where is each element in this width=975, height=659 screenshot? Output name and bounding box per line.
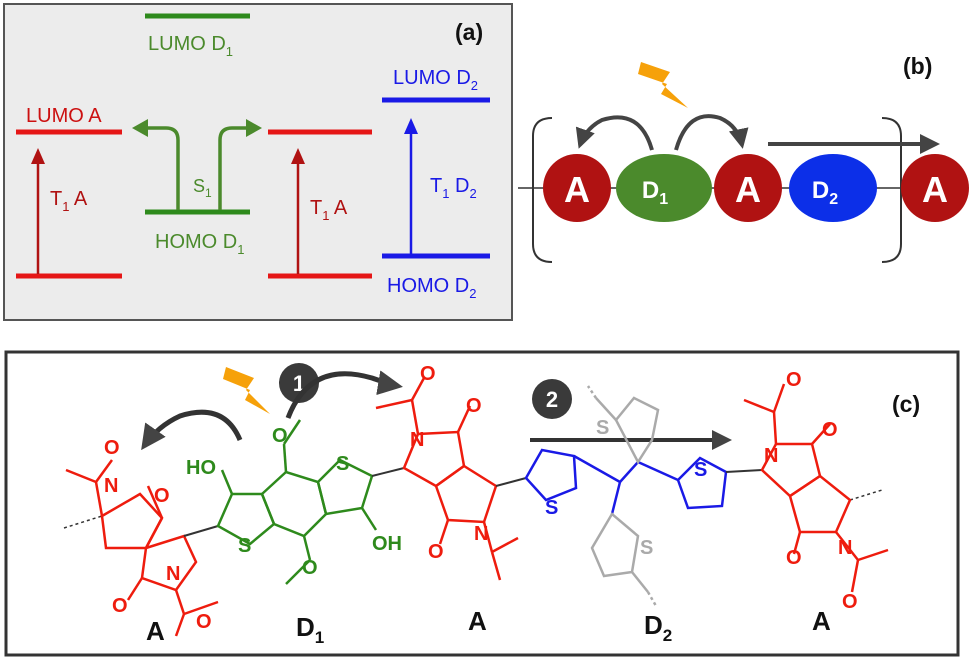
label-t1a-right: T1 A: [310, 197, 348, 223]
panel-b-tag: (b): [903, 53, 932, 79]
bracket-left: [532, 117, 553, 263]
unit-label-d2: D2: [644, 610, 672, 645]
panel-a-frame: [3, 3, 513, 321]
bond-a2-d2: [495, 477, 527, 487]
panel-c-tag: (c): [892, 391, 920, 417]
bond-d2-a3: [725, 469, 763, 473]
atom-labels: O N O N O O HO O S S OH O O N O N O S S …: [104, 363, 858, 633]
molecule-acceptor-1: [65, 459, 219, 637]
transfer-arrow-c-left: [141, 409, 243, 451]
label-homo-d2: HOMO D2: [387, 275, 476, 301]
lightning-bolt-icon: [638, 62, 688, 108]
label-homo-d1: HOMO D1: [155, 231, 244, 257]
svg-text:A: A: [564, 169, 590, 210]
donor-unit-d1: D1: [616, 154, 712, 222]
molecule-acceptor-2: [375, 377, 519, 581]
panel-a: (a) LUMO D1 LUMO A: [3, 3, 513, 321]
transfer-arrow-left: [575, 115, 654, 151]
svg-text:O: O: [466, 395, 482, 417]
svg-text:D1: D1: [642, 177, 668, 208]
label-t1d2: T1 D2: [430, 175, 477, 201]
svg-text:S: S: [545, 497, 558, 519]
molecule-thiophene-gray: [586, 385, 660, 607]
label-lumo-a: LUMO A: [26, 105, 102, 127]
svg-text:S: S: [596, 417, 609, 439]
svg-text:O: O: [302, 557, 318, 579]
transition-t1a-left: [31, 148, 45, 274]
step-2-badge: 2: [532, 379, 572, 419]
svg-text:HO: HO: [186, 457, 216, 479]
svg-text:O: O: [272, 425, 288, 447]
transfer-arrow-c-right: [285, 370, 403, 419]
acceptor-unit-1: A: [543, 154, 611, 222]
svg-text:O: O: [786, 547, 802, 569]
panel-c-frame: [4, 350, 960, 657]
svg-text:D2: D2: [812, 177, 838, 208]
svg-text:S: S: [694, 459, 707, 481]
transfer-arrow-right: [674, 114, 749, 151]
transition-t1d2: [404, 118, 418, 254]
svg-text:O: O: [786, 369, 802, 391]
s1-arrowhead-right: [246, 119, 262, 137]
svg-text:O: O: [428, 541, 444, 563]
svg-text:O: O: [196, 611, 212, 633]
svg-text:N: N: [166, 563, 180, 585]
unit-label-a1: A: [146, 616, 165, 646]
svg-text:A: A: [735, 169, 761, 210]
svg-text:2: 2: [546, 387, 558, 412]
svg-text:S: S: [336, 453, 349, 475]
svg-text:N: N: [474, 523, 488, 545]
svg-text:A: A: [922, 169, 948, 210]
bracket-right: [881, 117, 902, 263]
chain-end-left: [63, 515, 103, 529]
label-lumo-d1: LUMO D1: [148, 33, 233, 59]
bond-d1-a2: [371, 467, 405, 477]
panel-b: (b) A D1 A D2 A: [518, 53, 969, 263]
svg-text:O: O: [112, 595, 128, 617]
svg-text:OH: OH: [372, 533, 402, 555]
molecule-acceptor-3: [743, 383, 889, 593]
svg-text:O: O: [420, 363, 436, 385]
unit-label-a2: A: [468, 606, 487, 636]
donor-unit-d2: D2: [789, 154, 877, 222]
s1-arrowhead-left: [132, 119, 148, 137]
acceptor-unit-2: A: [714, 154, 782, 222]
svg-text:N: N: [838, 537, 852, 559]
svg-text:O: O: [154, 485, 170, 507]
acceptor-unit-3: A: [901, 154, 969, 222]
molecule-donor-2: [524, 448, 728, 515]
svg-text:N: N: [104, 475, 118, 497]
unit-label-a3: A: [812, 606, 831, 636]
bond-a1-d1: [183, 525, 219, 537]
transfer-arrows-s1: [146, 126, 248, 210]
svg-text:S: S: [238, 535, 251, 557]
label-lumo-d2: LUMO D2: [393, 67, 478, 93]
label-t1a-left: T1 A: [50, 188, 88, 214]
chain-end-right: [849, 489, 883, 501]
svg-text:O: O: [842, 591, 858, 613]
panel-c: (c) 1 2: [4, 350, 960, 657]
svg-text:N: N: [410, 429, 424, 451]
svg-text:O: O: [822, 419, 838, 441]
molecule-donor-1: [216, 419, 378, 585]
panel-a-tag: (a): [455, 19, 483, 45]
transition-t1a-right: [291, 148, 305, 274]
svg-text:N: N: [764, 445, 778, 467]
unit-label-d1: D1: [296, 612, 324, 647]
svg-text:S: S: [640, 537, 653, 559]
svg-text:O: O: [104, 437, 120, 459]
lightning-bolt-icon-c: [223, 367, 270, 414]
label-s1: S1: [193, 176, 212, 200]
